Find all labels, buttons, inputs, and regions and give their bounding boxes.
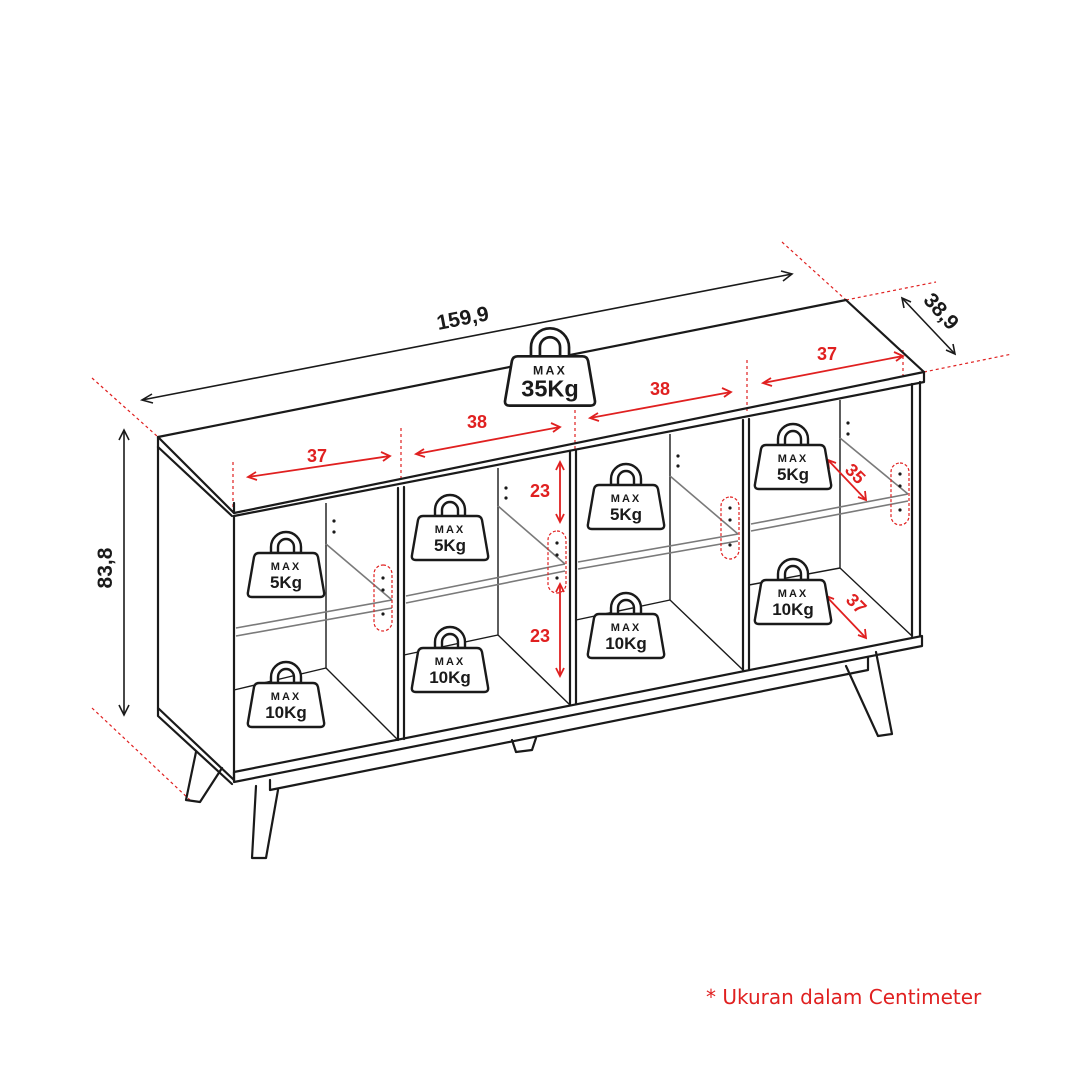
extension-lines (91, 241, 1013, 801)
red-dimension-arrows (245, 351, 905, 679)
bottom-strip (232, 634, 924, 784)
divider-1 (396, 485, 406, 742)
svg-text:5Kg: 5Kg (270, 573, 302, 592)
svg-text:MAX: MAX (778, 588, 808, 600)
dimension-labels: 159,9 83,8 38,9 37 38 38 37 23 23 35 37 (94, 289, 963, 646)
svg-text:10Kg: 10Kg (429, 668, 471, 687)
shelf-2 (405, 505, 566, 604)
weight-icon-c1-upper: MAX 5Kg (246, 530, 326, 599)
weight-icon-c3-lower: MAX 10Kg (586, 591, 666, 660)
lower-height-label: 23 (530, 626, 550, 646)
shelf-4 (750, 437, 909, 532)
svg-text:35Kg: 35Kg (521, 376, 579, 402)
compartment-4-width-label: 37 (817, 344, 837, 364)
svg-text:MAX: MAX (778, 453, 808, 465)
shelf-depth-lower-label: 37 (842, 590, 870, 618)
svg-text:10Kg: 10Kg (265, 703, 307, 722)
svg-text:5Kg: 5Kg (434, 536, 466, 555)
weight-icon-top: MAX 35Kg (503, 327, 597, 407)
weight-icon-c2-lower: MAX 10Kg (410, 625, 490, 694)
shelf-1 (235, 543, 393, 637)
weight-icon-c1-lower: MAX 10Kg (246, 660, 326, 729)
svg-text:MAX: MAX (533, 363, 567, 377)
svg-text:5Kg: 5Kg (777, 465, 809, 484)
height-label: 83,8 (94, 547, 117, 588)
width-label: 159,9 (435, 302, 491, 335)
leg-front-mid (250, 784, 280, 860)
svg-text:10Kg: 10Kg (605, 634, 647, 653)
compartment-2-width-label: 38 (467, 412, 487, 432)
black-dimension-arrows (118, 270, 957, 717)
shelf-3 (577, 475, 739, 570)
leg-front-left (184, 750, 224, 804)
weight-icon-c4-lower: MAX 10Kg (753, 557, 833, 626)
weight-icon-c3-upper: MAX 5Kg (586, 462, 666, 531)
weight-icon-c4-upper: MAX 5Kg (753, 422, 833, 491)
units-note: * Ukuran dalam Centimeter (706, 985, 982, 1009)
svg-text:MAX: MAX (271, 561, 301, 573)
depth-label: 38,9 (919, 289, 963, 335)
compartment-3-width-label: 38 (650, 379, 670, 399)
upper-height-label: 23 (530, 481, 550, 501)
svg-text:MAX: MAX (435, 524, 465, 536)
leg-back-mid (510, 736, 538, 754)
svg-text:MAX: MAX (271, 691, 301, 703)
svg-text:MAX: MAX (435, 656, 465, 668)
svg-text:10Kg: 10Kg (772, 600, 814, 619)
svg-text:5Kg: 5Kg (610, 505, 642, 524)
shelf-pin-holes (332, 421, 902, 616)
shelf-depth-upper-label: 35 (841, 460, 869, 488)
shelf-holder-markers (373, 462, 910, 632)
leg-front-right (844, 650, 894, 738)
cabinet (156, 298, 926, 860)
left-side-panel (156, 435, 236, 782)
weight-icon-c2-upper: MAX 5Kg (410, 493, 490, 562)
compartment-1-width-label: 37 (307, 446, 327, 466)
svg-text:MAX: MAX (611, 493, 641, 505)
divider-2 (568, 449, 578, 707)
svg-text:MAX: MAX (611, 622, 641, 634)
divider-3 (741, 417, 751, 672)
